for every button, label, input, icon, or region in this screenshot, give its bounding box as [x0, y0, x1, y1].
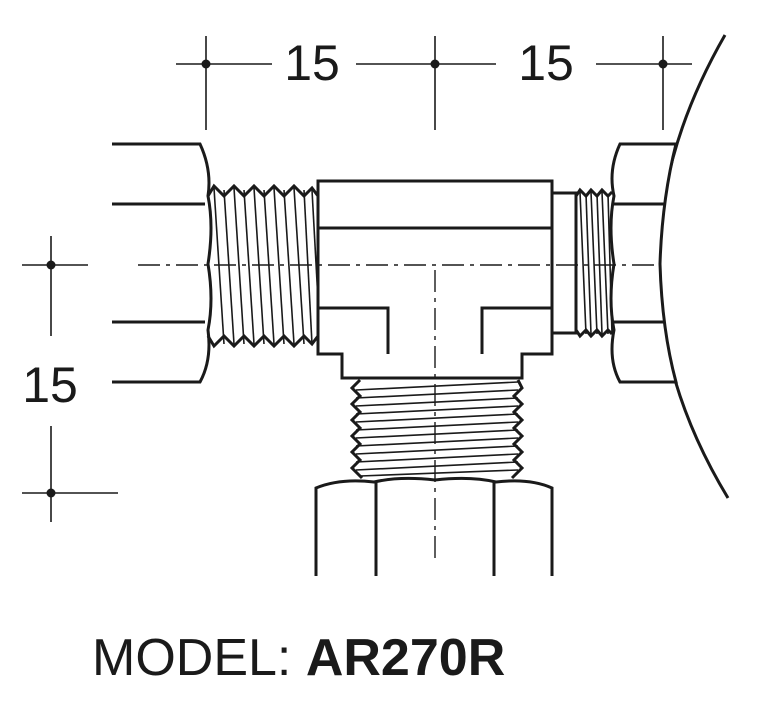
dim-label-left: 15: [22, 357, 78, 413]
left-thread: [206, 183, 320, 349]
bottom-hex-nut: [314, 476, 554, 576]
caption-prefix: MODEL:: [92, 629, 292, 687]
top-dimension: 15 15: [176, 35, 692, 130]
model-number: AR270R: [305, 629, 506, 687]
bottom-thread: [349, 378, 525, 480]
dim-label-top-left: 15: [284, 35, 340, 91]
right-thread: [550, 187, 614, 339]
right-hex-nut: [609, 142, 678, 384]
model-caption: MODEL: AR270R: [92, 628, 505, 688]
right-body-curve: [656, 34, 730, 499]
left-dimension: 15: [22, 236, 118, 522]
left-hex-nut: [112, 142, 213, 384]
dim-label-top-right: 15: [518, 35, 574, 91]
